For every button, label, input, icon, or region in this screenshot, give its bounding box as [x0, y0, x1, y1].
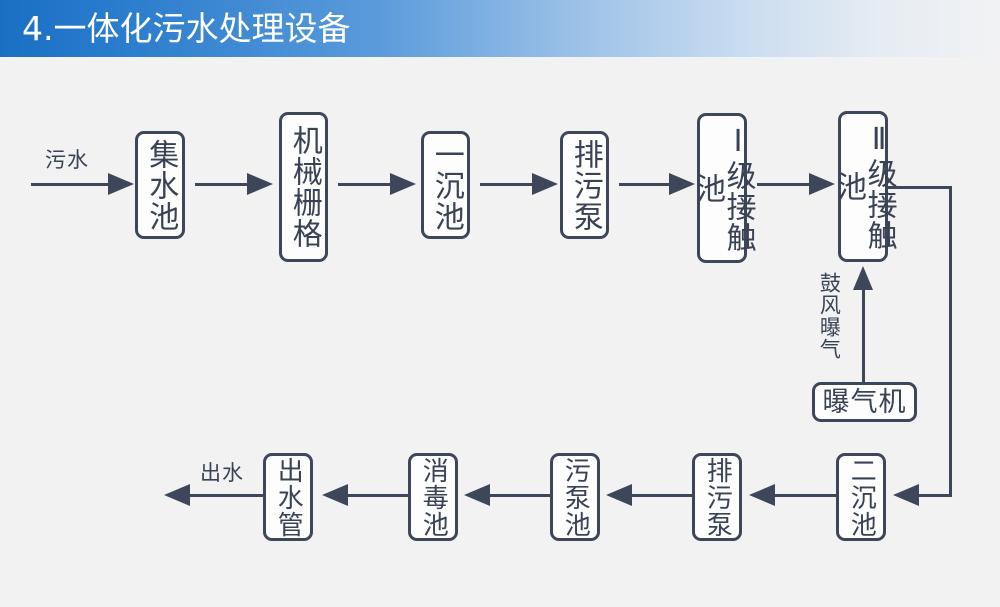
- edge-line-8: [615, 494, 692, 497]
- node-paiwubeng-bottom[interactable]: 排污泵: [692, 453, 742, 541]
- node-wubengchi[interactable]: 污泵池: [550, 453, 600, 541]
- edge-arrow-head-8-icon: [606, 484, 632, 506]
- node-label: Ⅱ级接触池: [831, 122, 897, 251]
- edge-line-2: [338, 183, 400, 186]
- page-title: 4.一体化污水处理设备: [22, 9, 351, 48]
- edge-line-5: [757, 183, 819, 186]
- node-baoqiji[interactable]: 曝气机: [812, 382, 917, 422]
- edge-line-1: [195, 183, 257, 186]
- edge-arrow-head-5-icon: [809, 173, 835, 195]
- node-label: Ⅰ级接触池: [690, 123, 756, 253]
- header-bar: 4.一体化污水处理设备: [0, 0, 1000, 57]
- node-chushuiguan[interactable]: 出水管: [263, 453, 313, 541]
- aeration-arrow-head-icon: [853, 266, 873, 290]
- node-jixieshange[interactable]: 机械栅格: [279, 112, 328, 262]
- node-xiaoduchi[interactable]: 消毒池: [408, 453, 458, 541]
- edge-arrow-head-10-icon: [322, 484, 348, 506]
- node-label: 出水管: [273, 456, 304, 538]
- node-label: 机械栅格: [286, 125, 322, 249]
- edge-arrow-head-2-icon: [390, 173, 416, 195]
- aeration-arrow-line: [862, 288, 865, 382]
- edge-line-4: [619, 183, 679, 186]
- aeration-label: 鼓风曝气: [817, 272, 842, 360]
- node-label: 曝气机: [822, 386, 907, 418]
- node-paiwubeng-top[interactable]: 排污泵: [560, 131, 609, 239]
- edge-line-6a: [888, 186, 952, 189]
- inlet-label: 污水: [45, 148, 89, 172]
- node-label: 二沉池: [846, 456, 877, 538]
- inlet-arrow-head-icon: [108, 173, 134, 195]
- edge-arrow-head-6-icon: [893, 484, 919, 506]
- node-erchenchi[interactable]: 二沉池: [836, 453, 886, 541]
- outlet-arrow-line: [190, 494, 263, 497]
- node-label: 消毒池: [418, 456, 449, 538]
- edge-line-6b: [949, 186, 952, 496]
- outlet-arrow-head-icon: [164, 484, 190, 506]
- edge-arrow-head-3-icon: [532, 173, 558, 195]
- node-label: 污泵池: [560, 456, 591, 538]
- outlet-label: 出水: [200, 461, 244, 485]
- node-label: 集水池: [143, 138, 179, 232]
- node-yichenchi[interactable]: 一沉池: [421, 131, 470, 239]
- node-jiechuchi-1[interactable]: Ⅰ级接触池: [690, 113, 756, 263]
- edge-arrow-head-1-icon: [247, 173, 273, 195]
- edge-arrow-head-4-icon: [669, 173, 695, 195]
- edge-line-6c: [902, 494, 952, 497]
- edge-line-3: [480, 183, 542, 186]
- node-label: 一沉池: [428, 138, 464, 232]
- node-label: 排污泵: [702, 456, 733, 538]
- node-jiechuchi-2[interactable]: Ⅱ级接触池: [831, 111, 897, 262]
- node-label: 排污泵: [567, 138, 603, 232]
- edge-arrow-head-9-icon: [464, 484, 490, 506]
- edge-line-10: [331, 494, 408, 497]
- edge-line-9: [473, 494, 550, 497]
- node-jishuichi[interactable]: 集水池: [135, 131, 185, 239]
- inlet-arrow-line: [31, 183, 121, 186]
- edge-arrow-head-7-icon: [749, 484, 775, 506]
- edge-line-7: [758, 494, 836, 497]
